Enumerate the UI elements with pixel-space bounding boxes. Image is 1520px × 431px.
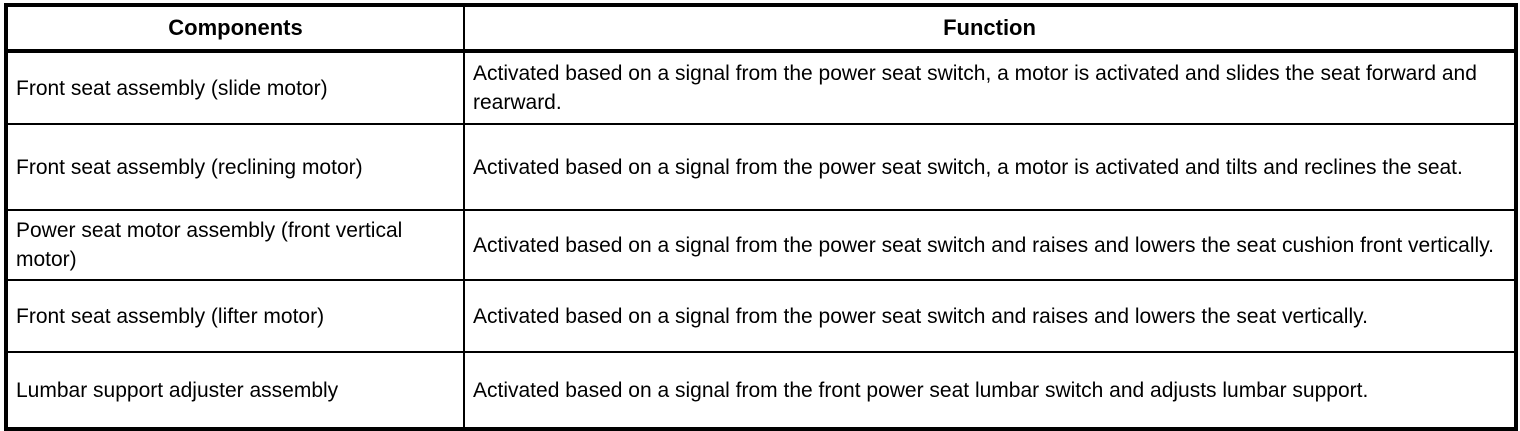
function-cell: Activated based on a signal from the pow… — [463, 279, 1517, 353]
component-cell: Lumbar support adjuster assembly — [5, 351, 465, 430]
table-row: Power seat motor assembly (front vertica… — [5, 209, 1517, 281]
table-row: Lumbar support adjuster assembly Activat… — [5, 351, 1517, 430]
component-cell: Front seat assembly (lifter motor) — [5, 279, 465, 353]
function-cell: Activated based on a signal from the fro… — [463, 351, 1517, 430]
document-page: Components Function Front seat assembly … — [4, 3, 1518, 431]
component-cell: Power seat motor assembly (front vertica… — [5, 209, 465, 281]
function-cell: Activated based on a signal from the pow… — [463, 123, 1517, 211]
header-components: Components — [5, 4, 465, 53]
function-cell: Activated based on a signal from the pow… — [463, 209, 1517, 281]
function-cell: Activated based on a signal from the pow… — [463, 50, 1517, 125]
table-row: Front seat assembly (slide motor) Activa… — [5, 50, 1517, 125]
table-row: Front seat assembly (lifter motor) Activ… — [5, 279, 1517, 353]
components-function-table: Components Function Front seat assembly … — [4, 3, 1518, 431]
header-function: Function — [463, 4, 1517, 53]
component-cell: Front seat assembly (slide motor) — [5, 50, 465, 125]
table-header-row: Components Function — [5, 4, 1517, 53]
component-cell: Front seat assembly (reclining motor) — [5, 123, 465, 211]
table-row: Front seat assembly (reclining motor) Ac… — [5, 123, 1517, 211]
